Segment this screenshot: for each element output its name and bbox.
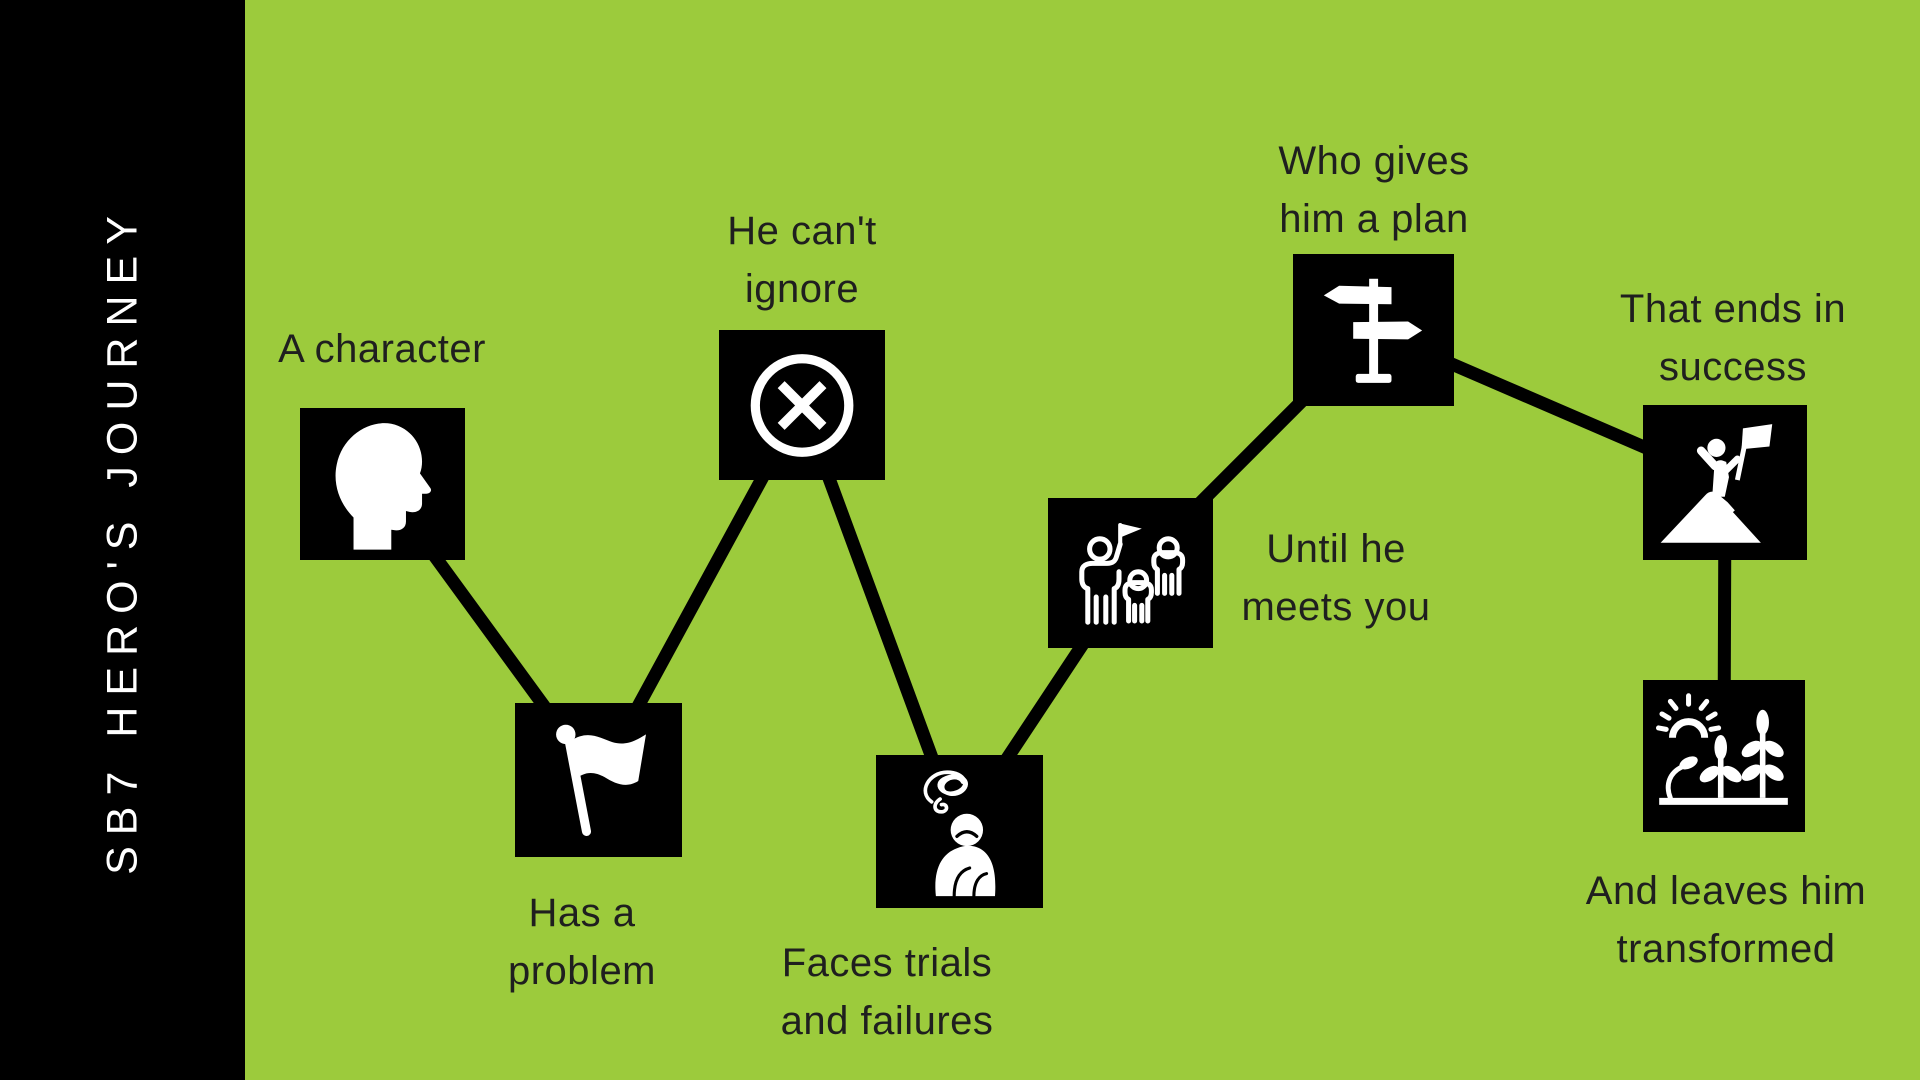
node-transformed-box xyxy=(1643,680,1805,832)
node-plan-box xyxy=(1293,254,1454,406)
summit-flag-icon xyxy=(1660,423,1773,544)
cross-circle-icon xyxy=(750,353,854,457)
label-cant-ignore: He can't ignore xyxy=(727,209,877,311)
node-guide-box xyxy=(1048,498,1213,648)
node-success-box xyxy=(1643,405,1807,560)
label-trials: Faces trials and failures xyxy=(780,941,994,1043)
label-character: A character xyxy=(278,327,486,371)
head-profile-icon xyxy=(335,423,431,550)
label-transformed: And leaves him transformed xyxy=(1585,869,1867,971)
page-title: SB7 HERO'S JOURNEY xyxy=(98,205,146,875)
node-cant-ignore-box xyxy=(719,330,885,480)
signpost-icon xyxy=(1323,278,1423,383)
label-guide: Until he meets you xyxy=(1241,527,1431,629)
guide-group-icon xyxy=(1078,522,1185,625)
node-problem-box xyxy=(515,703,682,857)
despair-person-icon xyxy=(923,770,996,898)
label-problem: Has a problem xyxy=(507,891,657,993)
label-plan: Who gives him a plan xyxy=(1278,139,1470,241)
node-character-box xyxy=(300,408,465,560)
side-panel: SB7 HERO'S JOURNEY xyxy=(0,0,245,1080)
growth-plants-icon xyxy=(1656,693,1789,805)
flag-icon xyxy=(556,725,647,837)
node-trials-box xyxy=(876,755,1043,908)
label-success: That ends in success xyxy=(1619,287,1847,389)
